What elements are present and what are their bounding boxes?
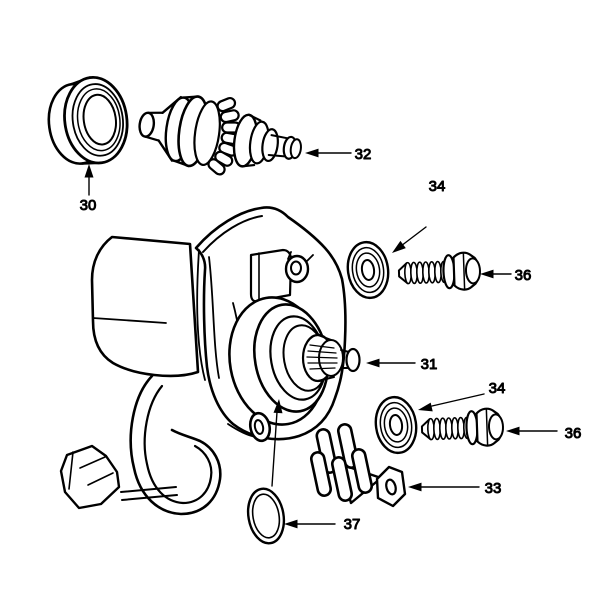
callout-label-34-lower: 34 — [489, 380, 506, 397]
callout-arrows — [84, 148, 558, 529]
part-bolt-upper — [397, 251, 481, 291]
wire-lead — [120, 486, 178, 501]
connector-plug — [59, 444, 121, 510]
motor-can — [90, 235, 200, 378]
oring-position-arrow — [271, 411, 278, 487]
callout-label-36-upper: 36 — [515, 267, 532, 284]
part-o-ring — [246, 487, 286, 545]
part-washer-upper — [346, 240, 390, 300]
spline-teeth — [306, 344, 338, 370]
part-drive-clutch — [138, 95, 302, 176]
callout-arrow-34-upper — [400, 226, 427, 247]
callout-label-31: 31 — [421, 356, 438, 373]
part-terminal-bracket — [309, 423, 407, 508]
part-bolt-lower — [420, 407, 504, 447]
part-washer-lower — [374, 395, 418, 455]
callout-labels: 30 32 34 36 31 34 36 33 37 — [79, 146, 582, 534]
part-collar-bushing — [47, 75, 129, 165]
callout-label-37: 37 — [344, 516, 361, 533]
callout-label-33: 33 — [485, 480, 502, 497]
shaft-end — [345, 347, 361, 373]
flange-ear-hole — [284, 254, 310, 284]
callout-arrow-34-lower — [431, 393, 485, 407]
part-starter-motor — [59, 206, 361, 516]
callout-label-32: 32 — [355, 146, 372, 163]
callout-label-34-upper: 34 — [429, 178, 446, 195]
wire-loop — [129, 374, 222, 516]
callout-label-36-lower: 36 — [565, 425, 582, 442]
callout-label-30: 30 — [80, 197, 97, 214]
lower-boss — [248, 411, 272, 443]
